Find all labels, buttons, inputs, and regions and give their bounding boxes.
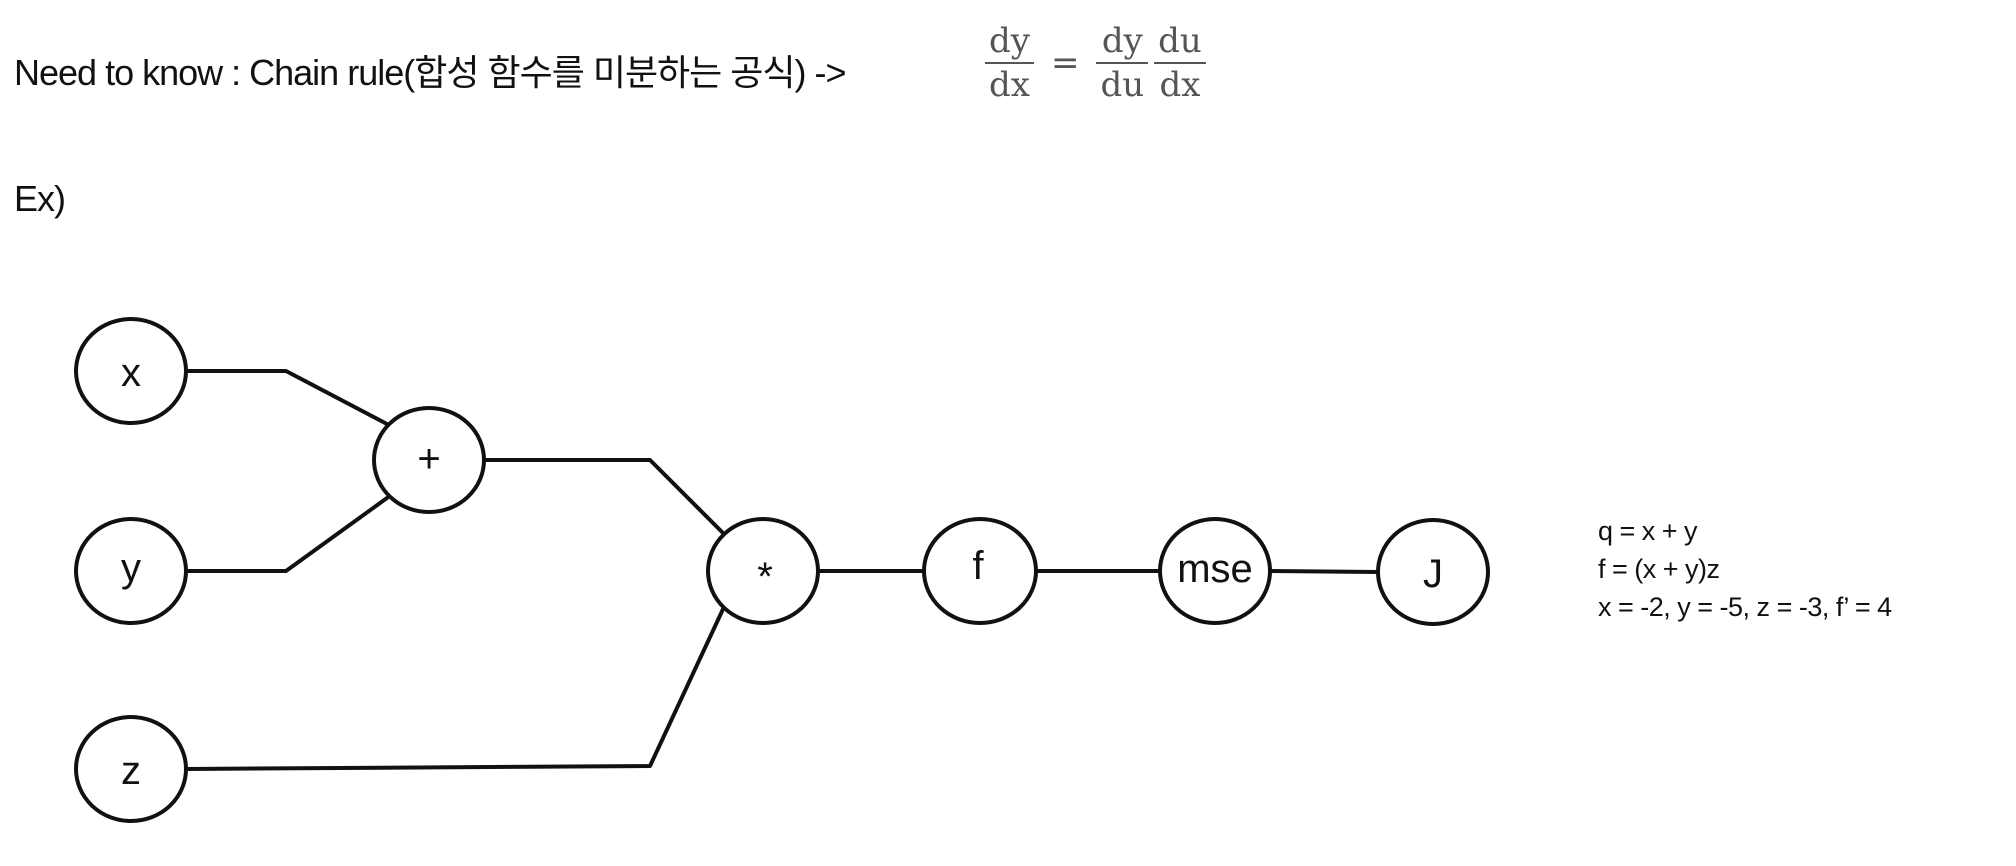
node-mse-label: mse	[1177, 547, 1253, 591]
formula-lhs-fraction: dy dx	[985, 20, 1034, 106]
edge-mse-J	[1268, 569, 1380, 574]
formula-rhs2-numerator: du	[1158, 21, 1202, 61]
note-line: x = -2, y = -5, z = -3, f’ = 4	[1598, 592, 1892, 622]
fraction-bar	[985, 62, 1034, 64]
formula-rhs2-denominator: dx	[1159, 65, 1201, 105]
example-label: Ex)	[14, 178, 66, 219]
chain-rule-formula: dy dx = dy du du dx	[982, 20, 1209, 106]
edge-x-plus	[184, 369, 389, 426]
note-line: f = (x + y)z	[1598, 554, 1720, 584]
node-mul	[706, 517, 820, 625]
formula-equals: =	[1050, 43, 1080, 83]
node-mul-label: *	[757, 555, 773, 599]
edge-y-plus	[184, 496, 389, 573]
node-plus	[372, 406, 486, 514]
node-f	[922, 517, 1038, 625]
node-x-label: x	[121, 351, 141, 395]
formula-rhs1-numerator: dy	[1101, 21, 1143, 61]
note-line: q = x + y	[1598, 516, 1698, 546]
edge-z-mul	[184, 605, 726, 771]
node-J	[1376, 518, 1490, 626]
node-z-label: z	[121, 749, 141, 793]
fraction-bar	[1154, 62, 1206, 64]
edge-plus-mul	[482, 458, 726, 536]
node-y-label: y	[121, 546, 141, 590]
fraction-bar	[1096, 62, 1149, 64]
formula-rhs2-fraction: du dx	[1154, 20, 1206, 106]
formula-rhs1-denominator: du	[1100, 65, 1145, 105]
node-y	[74, 517, 188, 625]
formula-rhs1-fraction: dy du	[1096, 20, 1149, 106]
node-x	[74, 317, 188, 425]
node-mse	[1158, 517, 1272, 625]
example-notes: q = x + y f = (x + y)z x = -2, y = -5, z…	[1598, 512, 1892, 626]
node-plus-label: +	[417, 437, 440, 481]
formula-lhs-numerator: dy	[989, 21, 1030, 61]
node-f-label: f	[972, 544, 984, 588]
formula-lhs-denominator: dx	[989, 65, 1030, 105]
node-z	[74, 715, 188, 823]
node-J-label: J	[1423, 552, 1443, 596]
header-text: Need to know : Chain rule(합성 함수를 미분하는 공식…	[14, 52, 847, 93]
